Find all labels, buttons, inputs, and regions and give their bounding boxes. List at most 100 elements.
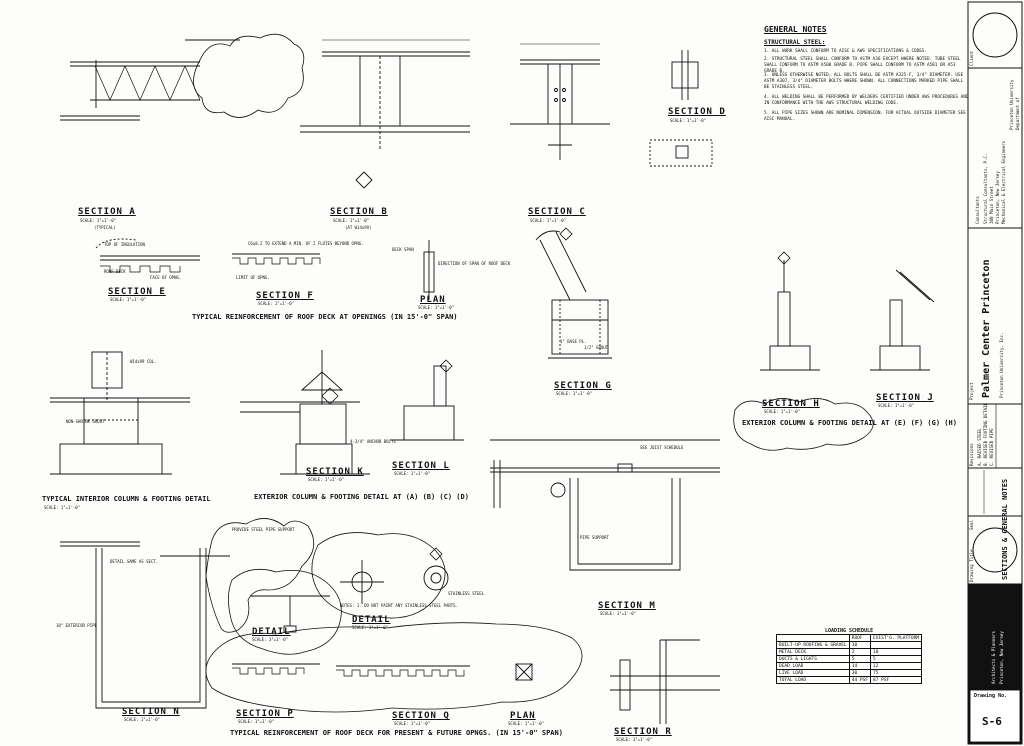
tb-consultants-label: Consultants <box>975 196 980 224</box>
section-g-scale: SCALE: 1"=1'-0" <box>556 391 593 396</box>
tb-consultant-2: 100 Main Street <box>989 186 994 224</box>
section-h-scale: SCALE: 1"=1'-0" <box>764 409 801 414</box>
section-c-label: SECTION C <box>528 207 586 217</box>
detail-2-label: DETAIL <box>352 615 391 625</box>
tb-revisions-label: Revisions <box>969 443 974 466</box>
note-limit-opening: LIMIT OF OPNG. <box>236 275 270 280</box>
section-a-sub: (TYPICAL) <box>94 225 116 230</box>
section-n-scale: SCALE: 1"=1'-0" <box>124 717 161 722</box>
col-header-roof: ROOF <box>848 634 872 642</box>
tb-consultant-3: Princeton, New Jersey <box>995 171 1000 224</box>
section-f-label: SECTION F <box>256 291 314 301</box>
section-b-label: SECTION B <box>330 207 388 217</box>
roof-deck-strip-bottom <box>232 663 533 681</box>
section-j-label: SECTION J <box>876 393 934 403</box>
trough-section-left <box>60 541 230 709</box>
section-r-label: SECTION R <box>614 727 672 737</box>
roof-deck-sections <box>100 240 435 300</box>
tb-seal-label: Seal <box>969 519 974 530</box>
section-g-label: SECTION G <box>554 381 612 391</box>
drawing-no-box <box>969 689 1021 743</box>
revision-clouds <box>193 33 874 713</box>
section-m-scale: SCALE: 1"=1'-0" <box>600 611 637 616</box>
general-note-3: 3. UNLESS OTHERWISE NOTED, ALL BOLTS SHA… <box>764 73 964 90</box>
note-base-plate: 1" BASE PL. <box>560 339 587 344</box>
title-exterior-column-a: EXTERIOR COLUMN & FOOTING DETAIL AT (A) … <box>254 493 469 501</box>
note-pipe-support: PIPE SUPPORT <box>580 535 609 540</box>
platform-section <box>490 439 720 571</box>
plan-1-label: PLAN <box>420 295 446 305</box>
section-d-scale: SCALE: 1"=1'-0" <box>670 118 707 123</box>
beam-section-b <box>300 39 470 189</box>
tb-revision-b: B. REVISED FOOTING DETAIL <box>983 402 988 466</box>
column-section-c <box>510 43 610 160</box>
note-provide-pipe: PROVIDE STEEL PIPE SUPPORT <box>232 527 295 532</box>
section-markers <box>321 227 791 561</box>
inclined-pipe-section <box>535 230 612 359</box>
detail-1-scale: SCALE: 3"=1'-0" <box>252 637 289 642</box>
section-m-label: SECTION M <box>598 601 656 611</box>
bottom-middle-details <box>250 560 449 633</box>
col-header-platform: EXIST'G. PLATFORM <box>869 634 923 642</box>
tb-project-name: Palmer Center Princeton <box>981 259 992 398</box>
section-e-scale: SCALE: 1"=1'-0" <box>110 297 147 302</box>
section-l-scale: SCALE: 1"=1'-0" <box>394 471 431 476</box>
title-roof-deck-openings: TYPICAL REINFORCEMENT OF ROOF DECK AT OP… <box>192 313 458 321</box>
plan-2-label: PLAN <box>510 711 536 721</box>
section-k-scale: SCALE: 1"=1'-0" <box>308 477 345 482</box>
note-roof-deck: ROOF DECK <box>104 269 126 274</box>
section-c-scale: SCALE: 1"=1'-0" <box>530 218 567 223</box>
bottom-right-section <box>610 639 720 724</box>
title-interior-column: TYPICAL INTERIOR COLUMN & FOOTING DETAIL <box>42 495 211 503</box>
tb-architect-2: Princeton, New Jersey <box>999 631 1004 684</box>
tb-revision-a: A. RAISED STEEL <box>977 428 982 466</box>
tb-client-1: Princeton University <box>1009 79 1014 130</box>
section-k-label: SECTION K <box>306 467 364 477</box>
section-q-label: SECTION Q <box>392 711 450 721</box>
tb-project-label: Project <box>969 382 974 400</box>
detail-1-label: DETAIL <box>252 627 291 637</box>
tb-architect-1: Architects & Planners <box>991 631 996 684</box>
interior-column-footing <box>50 351 190 475</box>
general-note-4: 4. ALL WELDING SHALL BE PERFORMED BY WEL… <box>764 95 969 106</box>
exterior-columns-right <box>760 260 935 371</box>
section-a-scale: SCALE: 1"=1'-0" <box>80 218 117 223</box>
exterior-column-footing-mid <box>240 350 464 475</box>
general-note-2: 2. STRUCTURAL STEEL SHALL CONFORM TO AST… <box>764 57 961 74</box>
section-b-scale: SCALE: 1"=1'-0" <box>333 218 370 223</box>
general-note-1: 1. ALL WORK SHALL CONFORM TO AISC & AWS … <box>764 49 927 54</box>
title-interior-column-scale: SCALE: 1"=1'-0" <box>44 505 81 510</box>
general-notes-heading: GENERAL NOTES <box>764 25 827 34</box>
joist-section-a <box>60 39 240 121</box>
note-top-insulation: TOP OF INSULATION <box>104 242 145 247</box>
section-l-label: SECTION L <box>392 461 450 471</box>
loading-schedule-table: LOADING SCHEDULE ROOF EXIST'G. PLATFORM … <box>776 628 923 684</box>
section-j-scale: SCALE: 1"=1'-0" <box>878 403 915 408</box>
tb-drawing-no: S-6 <box>982 715 1002 728</box>
note-grout: NON-SHRINK GROUT <box>66 419 105 424</box>
section-p-label: SECTION P <box>236 709 294 719</box>
note-c6: C6x8.2 TO EXTEND A MIN. OF 2 FLUTES BEYO… <box>248 241 364 246</box>
tb-client-2: Department of <box>1015 97 1020 130</box>
section-r-scale: SCALE: 1"=1'-0" <box>616 737 653 742</box>
plan-1-scale: SCALE: 1"=1'-0" <box>418 305 455 310</box>
note-deck-span: DECK SPAN <box>392 247 414 252</box>
plan-2-scale: SCALE: 1"=1'-0" <box>508 721 545 726</box>
general-note-5: 5. ALL PIPE SIZES SHOWN ARE NOMINAL DIME… <box>764 111 966 122</box>
loading-schedule-title: LOADING SCHEDULE <box>824 628 874 634</box>
general-notes-subheading: STRUCTURAL STEEL: <box>764 39 826 46</box>
col-header-0 <box>776 634 850 642</box>
section-n-label: SECTION N <box>122 707 180 717</box>
section-a-label: SECTION A <box>78 207 136 217</box>
section-q-scale: SCALE: 1"=1'-0" <box>394 721 431 726</box>
note-detail-same: DETAIL SAME AS SECT. <box>110 559 159 564</box>
column-section-d <box>649 50 713 167</box>
note-stainless: STAINLESS STEEL <box>448 591 485 596</box>
